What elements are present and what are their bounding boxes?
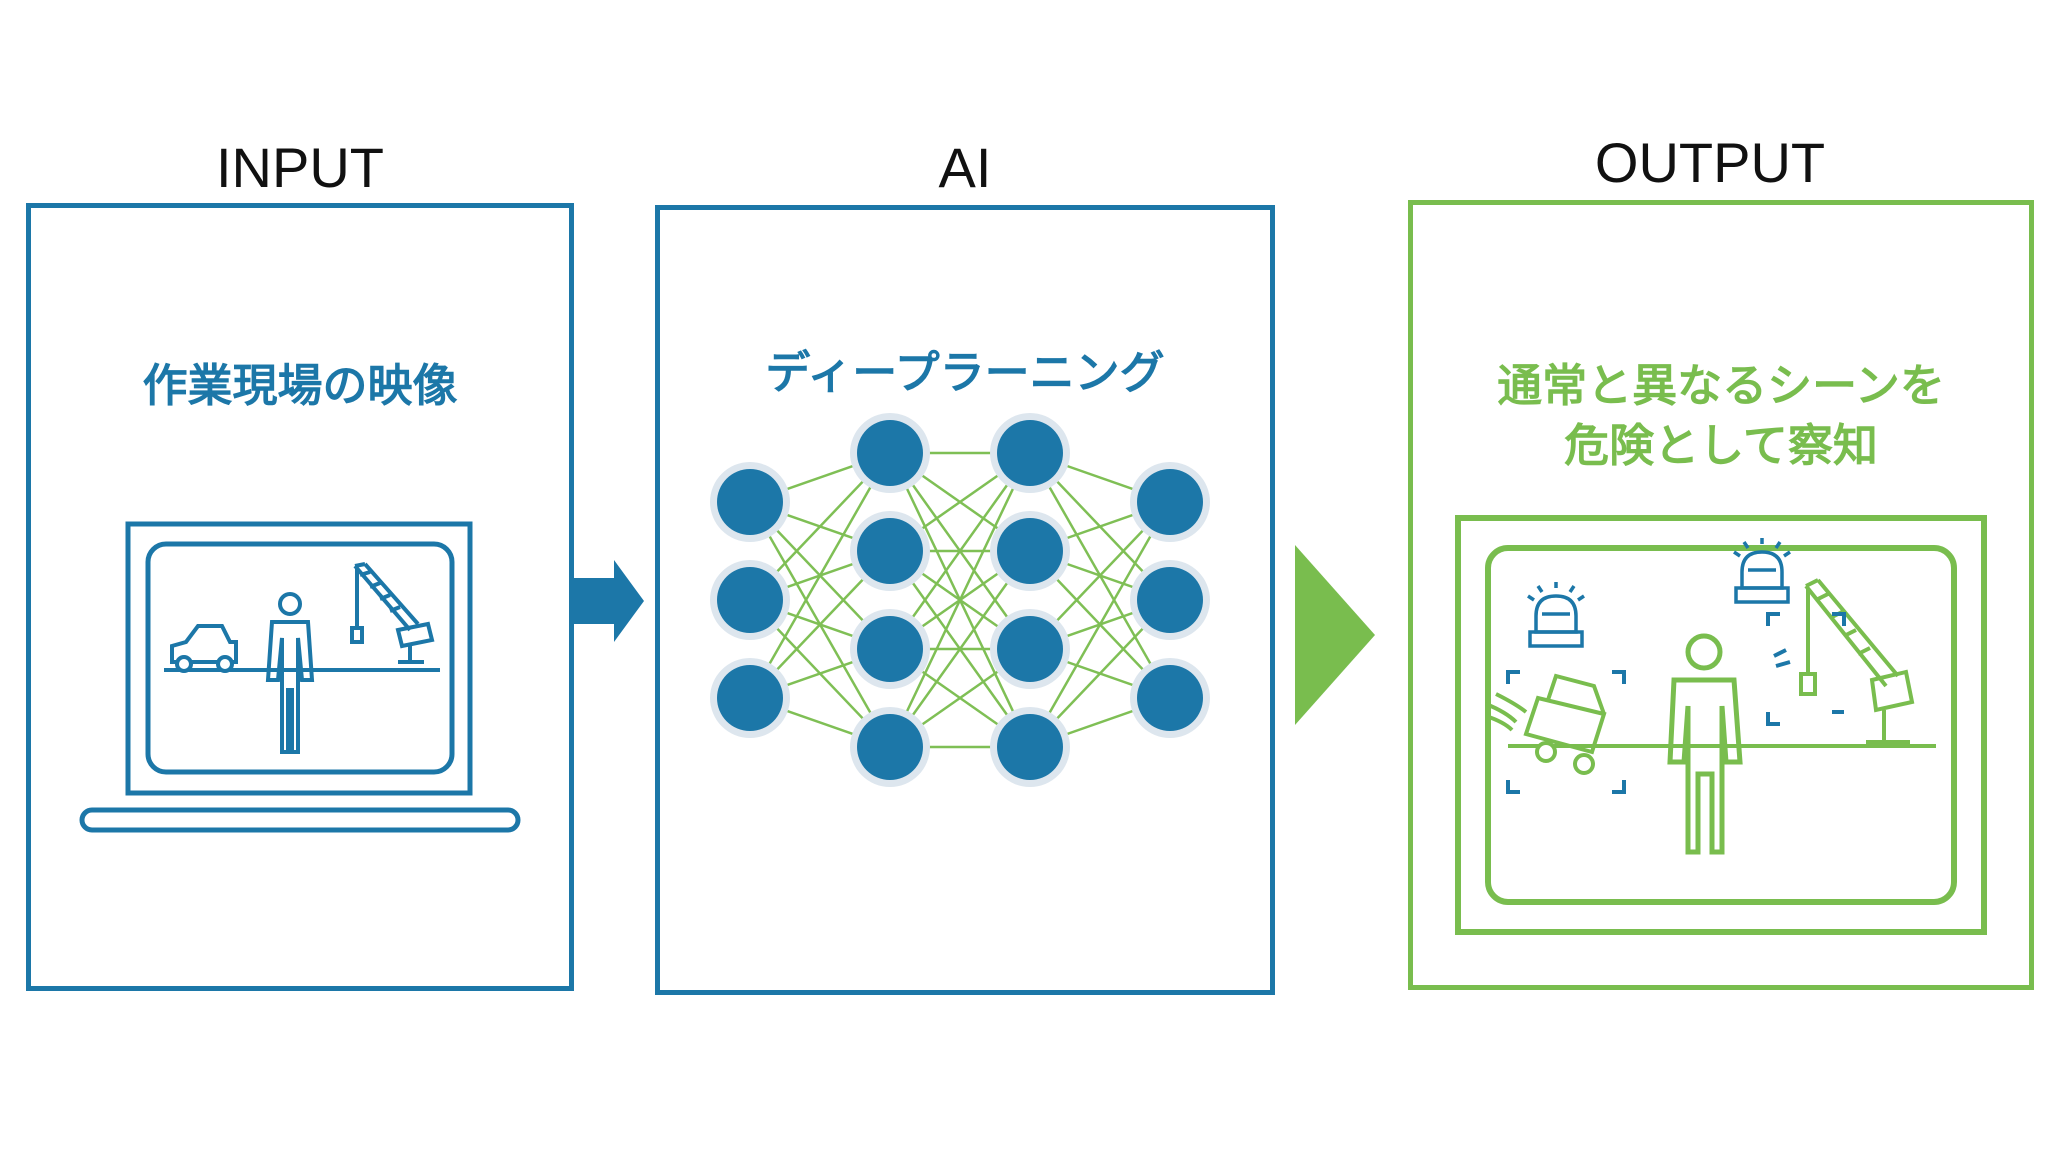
network-node [857, 616, 923, 682]
network-node [1137, 665, 1203, 731]
worker-icon [265, 592, 315, 754]
network-node [717, 665, 783, 731]
input-subtitle: 作業現場の映像 [142, 359, 458, 412]
green-triangle-arrow-icon [1295, 545, 1375, 725]
monitor-icon [1455, 515, 1987, 935]
network-node [857, 714, 923, 780]
worker-icon [1667, 633, 1743, 855]
network-edge [888, 452, 1032, 650]
network-node [997, 616, 1063, 682]
network-node [997, 714, 1063, 780]
network-node [997, 518, 1063, 584]
network-node [717, 469, 783, 535]
input-heading: INPUT [216, 136, 384, 199]
ai-heading: AI [938, 136, 992, 199]
car-icon [170, 624, 238, 673]
alarm-light-icon [1527, 582, 1585, 648]
overturned-car-icon [1485, 673, 1607, 775]
laptop-icon [79, 521, 521, 833]
network-node [997, 420, 1063, 486]
network-node [717, 567, 783, 633]
crane-icon [1799, 578, 1915, 744]
network-edge [748, 452, 892, 699]
network-edge [1028, 501, 1172, 748]
crane-icon [350, 562, 435, 664]
alarm-light-icon [1733, 538, 1791, 604]
network-node [1137, 469, 1203, 535]
output-subtitle-line2: 危険として察知 [1564, 419, 1878, 472]
network-node [857, 518, 923, 584]
neural-network-diagram [710, 413, 1210, 787]
network-node [857, 420, 923, 486]
output-subtitle-line1: 通常と異なるシーンを [1497, 359, 1945, 412]
ai-subtitle: ディープラーニング [765, 346, 1165, 399]
network-node [1137, 567, 1203, 633]
network-edge [888, 452, 1032, 748]
blue-arrow-icon [572, 560, 644, 642]
network-edge [888, 550, 1032, 748]
output-heading: OUTPUT [1594, 131, 1826, 194]
detection-bracket-icon [1766, 612, 1846, 726]
detection-bracket-icon [1506, 670, 1626, 794]
